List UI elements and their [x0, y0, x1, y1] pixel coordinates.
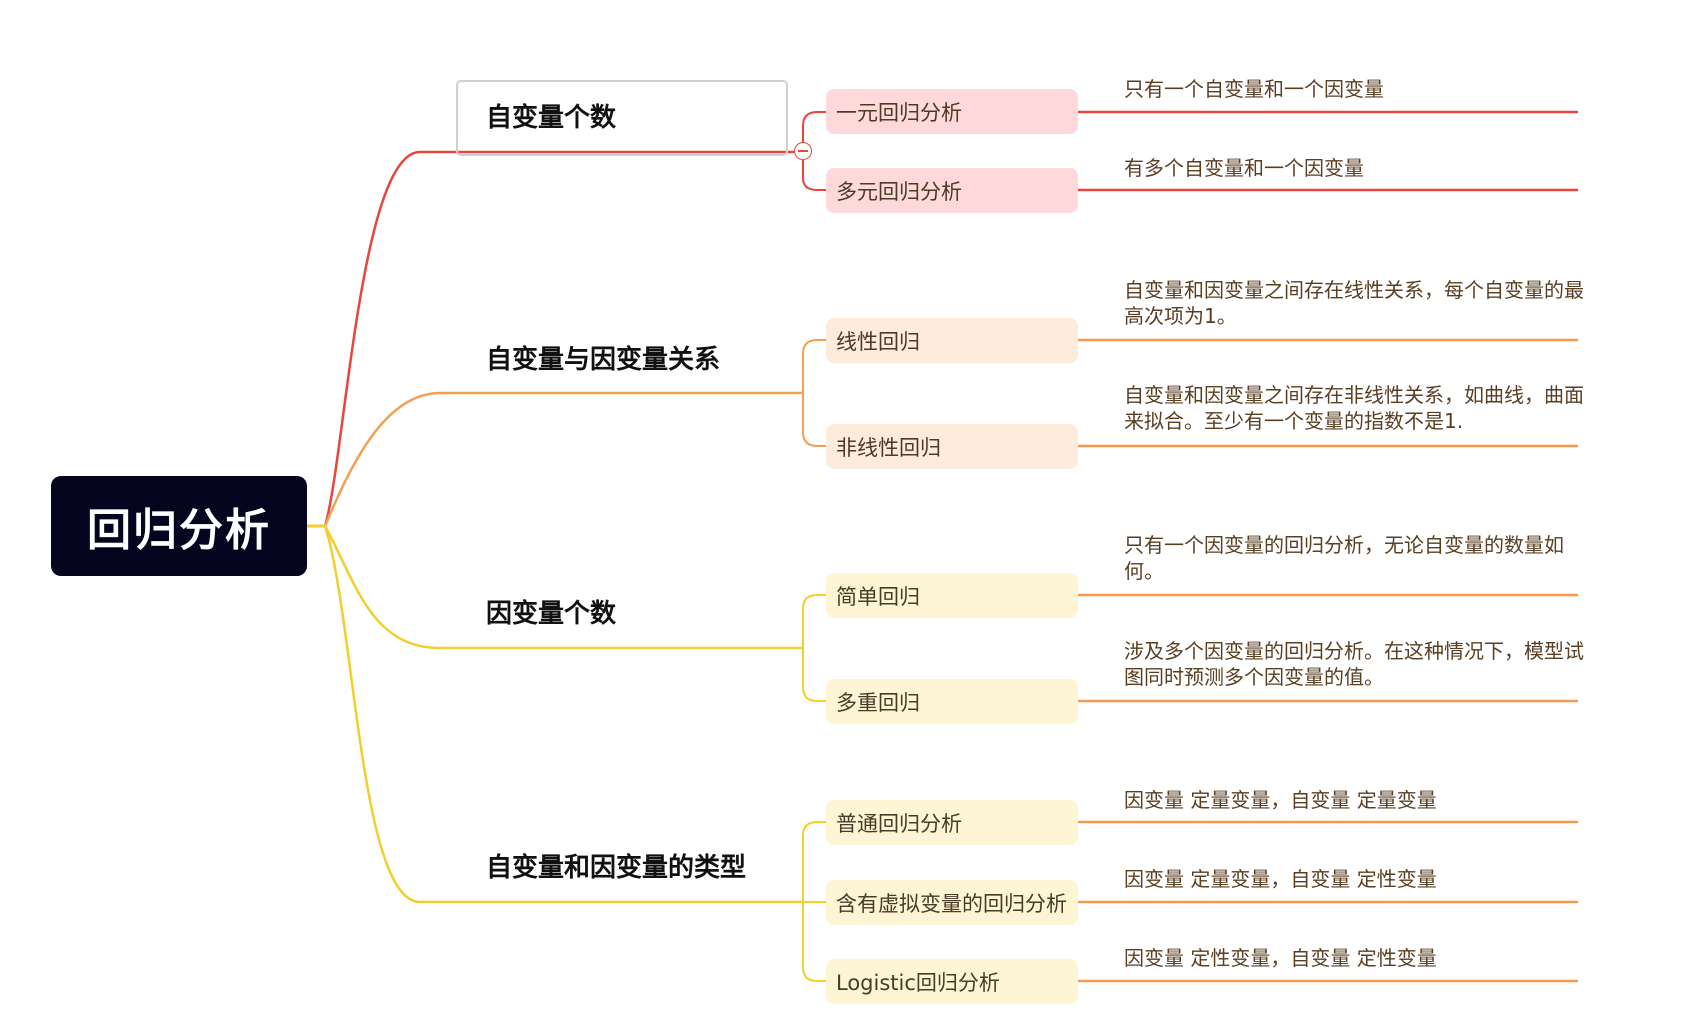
connector-branch-1-leaf-2 — [802, 160, 826, 191]
desc-4-3[interactable]: 因变量 定性变量，自变量 定性变量 — [1124, 946, 1437, 970]
desc-2-1[interactable]: 自变量和因变量之间存在线性关系，每个自变量的最高次项为1。 — [1124, 278, 1584, 328]
leaf-4-1[interactable]: 普通回归分析 — [826, 800, 1078, 845]
leaf-4-3[interactable]: Logistic回归分析 — [826, 959, 1078, 1004]
desc-3-2[interactable]: 涉及多个因变量的回归分析。在这种情况下，模型试图同时预测多个因变量的值。 — [1124, 639, 1584, 689]
connector-root-branch-4 — [307, 524, 803, 904]
connector-branch-3-leaf-2 — [802, 648, 826, 702]
desc-3-1[interactable]: 只有一个因变量的回归分析，无论自变量的数量如何。 — [1124, 533, 1564, 583]
leaf-4-2[interactable]: 含有虚拟变量的回归分析 — [826, 880, 1078, 925]
connector-branch-2-leaf-2 — [802, 393, 826, 447]
desc-4-1[interactable]: 因变量 定量变量，自变量 定量变量 — [1124, 788, 1437, 812]
root-node[interactable]: 回归分析 — [51, 476, 307, 576]
branch-4-label[interactable]: 自变量和因变量的类型 — [486, 853, 747, 883]
branch-1-selection-box — [456, 80, 788, 156]
desc-4-2[interactable]: 因变量 定量变量，自变量 定性变量 — [1124, 867, 1437, 891]
leaf-2-1[interactable]: 线性回归 — [826, 318, 1078, 363]
connector-branch-3-leaf-1 — [802, 594, 826, 648]
leaf-3-2[interactable]: 多重回归 — [826, 679, 1078, 724]
branch-3-label[interactable]: 因变量个数 — [486, 599, 617, 629]
connector-branch-2-leaf-1 — [802, 339, 826, 393]
connector-branch-4-leaf-3 — [802, 902, 826, 982]
leaf-1-2[interactable]: 多元回归分析 — [826, 168, 1078, 213]
branch-2-label[interactable]: 自变量与因变量关系 — [486, 345, 721, 375]
desc-2-2[interactable]: 自变量和因变量之间存在非线性关系，如曲线，曲面来拟合。至少有一个变量的指数不是1… — [1124, 383, 1584, 433]
connector-root-branch-2 — [307, 391, 803, 528]
connector-root-branch-1 — [307, 150, 794, 528]
collapse-toggle-icon[interactable] — [794, 142, 812, 160]
desc-1-1[interactable]: 只有一个自变量和一个因变量 — [1124, 77, 1384, 101]
branch-1-label[interactable]: 自变量个数 — [486, 103, 617, 133]
connector-branch-4-leaf-1 — [802, 821, 826, 902]
leaf-1-1[interactable]: 一元回归分析 — [826, 89, 1078, 134]
leaf-2-2[interactable]: 非线性回归 — [826, 424, 1078, 469]
desc-1-2[interactable]: 有多个自变量和一个因变量 — [1124, 156, 1364, 180]
connector-root-branch-3 — [307, 524, 803, 650]
leaf-3-1[interactable]: 简单回归 — [826, 573, 1078, 618]
connector-branch-1-leaf-1 — [802, 111, 826, 152]
